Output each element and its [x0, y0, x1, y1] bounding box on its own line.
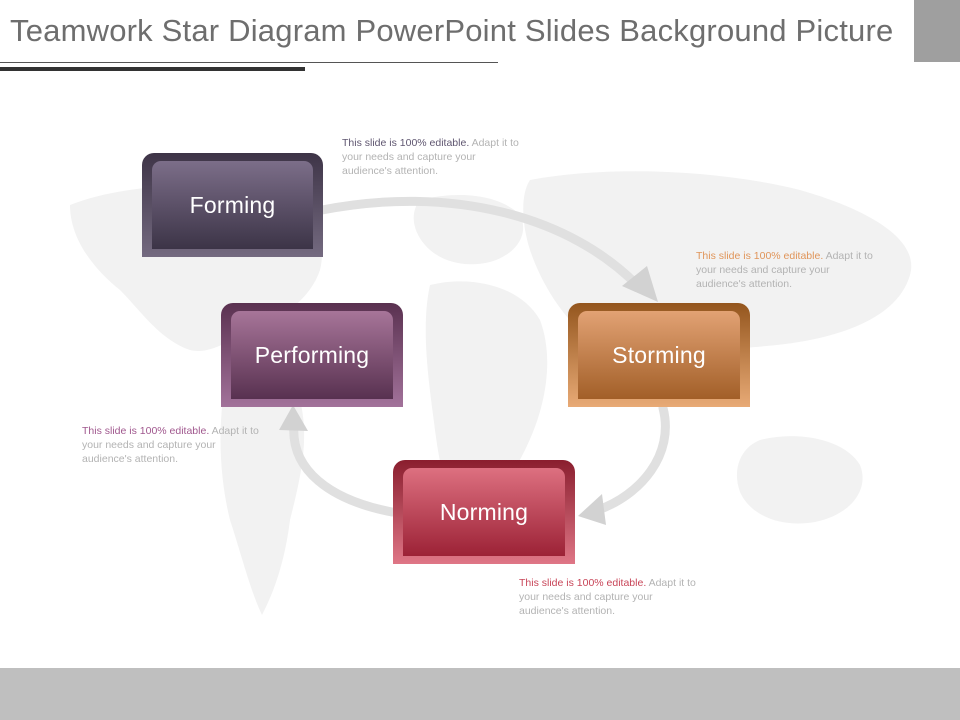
forming-note: This slide is 100% editable. Adapt it to… [342, 136, 528, 178]
performing-note: This slide is 100% editable. Adapt it to… [82, 424, 268, 466]
storming-stage: Storming [568, 303, 750, 407]
norming-note-body: Adapt it to your needs and capture your … [519, 577, 696, 617]
slide-title: Teamwork Star Diagram PowerPoint Slides … [10, 13, 894, 48]
norming-note-lead: This slide is 100% editable. [519, 577, 647, 589]
title-underline-thin [0, 62, 498, 63]
storming-label: Storming [612, 341, 706, 368]
storming-note-lead: This slide is 100% editable. [696, 250, 824, 262]
forming-label: Forming [189, 191, 276, 218]
forming-note-lead: This slide is 100% editable. [342, 137, 470, 149]
norming-note: This slide is 100% editable. Adapt it to… [519, 576, 705, 618]
forming-note-body: Adapt it to your needs and capture your … [342, 137, 519, 177]
performing-stage-face: Performing [231, 311, 393, 399]
corner-accent-block [914, 0, 960, 62]
title-underline-thick [0, 67, 305, 71]
performing-label: Performing [254, 341, 370, 368]
forming-stage: Forming [142, 153, 323, 257]
norming-label: Norming [439, 498, 529, 525]
norming-stage: Norming [393, 460, 575, 564]
footer-bar [0, 668, 960, 720]
performing-stage: Performing [221, 303, 403, 407]
storming-note-body: Adapt it to your needs and capture your … [696, 250, 873, 290]
performing-note-body: Adapt it to your needs and capture your … [82, 425, 259, 465]
norming-stage-face: Norming [403, 468, 565, 556]
forming-stage-face: Forming [152, 161, 313, 249]
storming-stage-face: Storming [578, 311, 740, 399]
storming-note: This slide is 100% editable. Adapt it to… [696, 249, 882, 291]
performing-note-lead: This slide is 100% editable. [82, 425, 210, 437]
